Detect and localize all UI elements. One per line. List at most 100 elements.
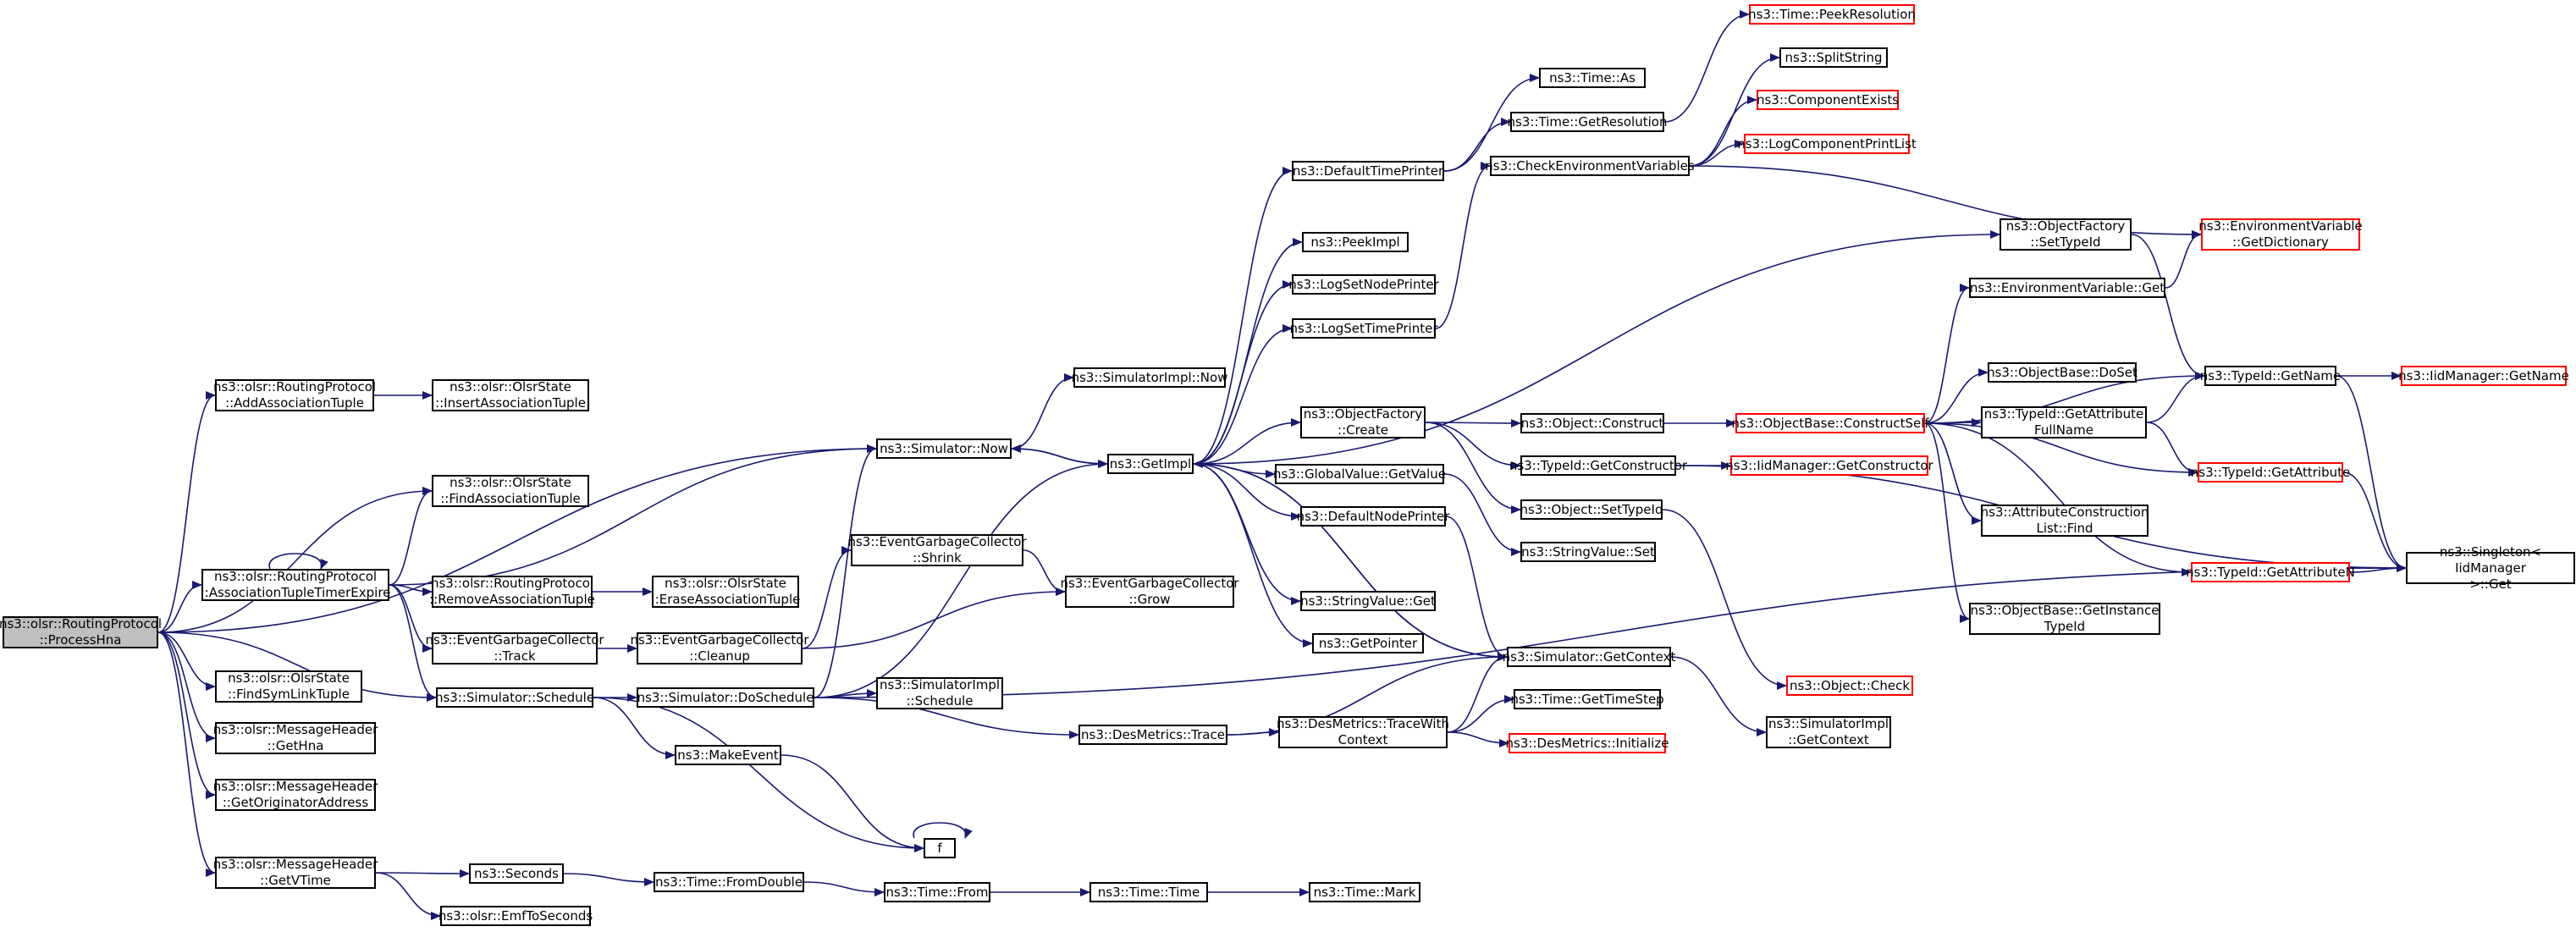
node-peekimpl[interactable]: ns3::PeekImpl (1302, 232, 1409, 252)
node-timefrom[interactable]: ns3::Time::From (884, 882, 990, 902)
node-egctrack[interactable]: ns3::EventGarbageCollector ::Track (425, 632, 604, 665)
node-removeassoc[interactable]: ns3::olsr::RoutingProtocol ::RemoveAssoc… (429, 576, 595, 608)
node-label: ns3::olsr::RoutingProtocol ::ProcessHna (0, 616, 163, 648)
node-getvtime[interactable]: ns3::olsr::MessageHeader ::GetVTime (213, 857, 378, 889)
edge-getimpl-to-getpointer (1193, 463, 1313, 648)
node-desmetricstrace[interactable]: ns3::DesMetrics::Trace (1078, 725, 1227, 745)
edge-processhna-to-assoctimer (157, 581, 202, 633)
node-singletonget[interactable]: ns3::Singleton< IidManager >::Get (2406, 544, 2575, 592)
edge-processhna-to-getorig (157, 631, 216, 799)
node-simimplschedule[interactable]: ns3::SimulatorImpl ::Schedule (876, 677, 1003, 709)
node-deftimeprinter[interactable]: ns3::DefaultTimePrinter (1292, 161, 1444, 181)
node-objfactorysettypeid[interactable]: ns3::ObjectFactory ::SetTypeId (2000, 218, 2132, 251)
node-stringvalueget[interactable]: ns3::StringValue::Get (1300, 591, 1436, 611)
node-label: ns3::TypeId::GetAttribute FullName (1983, 406, 2144, 438)
edge-getvtime-to-seconds (375, 869, 470, 878)
edge-desmetricstracewithcontext-to-simgetcontext (1447, 653, 1508, 733)
node-timemark[interactable]: ns3::Time::Mark (1309, 882, 1420, 902)
node-getpointer[interactable]: ns3::GetPointer (1312, 633, 1424, 654)
node-label: ns3::Object::Check (1789, 677, 1911, 693)
node-typeidgetconstructor[interactable]: ns3::TypeId::GetConstructor (1509, 455, 1687, 476)
node-label: ns3::Time::As (1549, 69, 1636, 85)
node-objbaseconstructself[interactable]: ns3::ObjectBase::ConstructSelf (1731, 413, 1929, 433)
node-defnodeprinter[interactable]: ns3::DefaultNodePrinter (1297, 506, 1449, 527)
node-emftoseconds[interactable]: ns3::olsr::EmfToSeconds (439, 906, 593, 926)
node-typeidgetattributen[interactable]: ns3::TypeId::GetAttributeN (2186, 562, 2355, 582)
node-egccleanup[interactable]: ns3::EventGarbageCollector ::Cleanup (630, 632, 809, 665)
node-label: ns3::Time::Time (1097, 884, 1200, 900)
node-schedule[interactable]: ns3::Simulator::Schedule (435, 687, 594, 708)
node-splitstring[interactable]: ns3::SplitString (1779, 47, 1888, 68)
node-label: ns3::olsr::MessageHeader ::GetHna (212, 722, 378, 753)
edge-simnow-to-simimplnow (1011, 373, 1074, 449)
node-label: ns3::Singleton< IidManager >::Get (2439, 543, 2542, 592)
node-desmetricstracewithcontext[interactable]: ns3::DesMetrics::TraceWith Context (1277, 716, 1449, 748)
node-envvarget[interactable]: ns3::EnvironmentVariable::Get (1969, 278, 2165, 298)
node-gethna[interactable]: ns3::olsr::MessageHeader ::GetHna (213, 722, 378, 754)
node-label: ns3::Simulator::Schedule (434, 689, 595, 705)
edge-makeevent-to-f (781, 754, 924, 852)
node-typeidgetattribute[interactable]: ns3::TypeId::GetAttribute (2191, 462, 2350, 483)
node-makeevent[interactable]: ns3::MakeEvent (675, 745, 781, 765)
node-getimpl[interactable]: ns3::GetImpl (1107, 454, 1194, 474)
node-iidmanagergetname[interactable]: ns3::IidManager::GetName (2398, 366, 2569, 386)
node-findassoc[interactable]: ns3::olsr::OlsrState ::FindAssociationTu… (432, 475, 589, 507)
node-seconds[interactable]: ns3::Seconds (469, 863, 564, 884)
node-checkenv[interactable]: ns3::CheckEnvironmentVariables (1485, 156, 1695, 176)
node-objconstruct[interactable]: ns3::Object::Construct (1520, 413, 1664, 433)
node-stringvalueset[interactable]: ns3::StringValue::Set (1520, 542, 1656, 562)
node-envvargetdict[interactable]: ns3::EnvironmentVariable ::GetDictionary (2198, 218, 2363, 251)
node-attrconstructionlistfind[interactable]: ns3::AttributeConstruction List::Find (1981, 505, 2149, 537)
edge-getimpl-to-objfactorysettypeid (1193, 230, 2000, 465)
node-f[interactable]: f (924, 838, 956, 858)
node-simimplgetcontext[interactable]: ns3::SimulatorImpl ::GetContext (1766, 716, 1891, 748)
node-addassoc[interactable]: ns3::olsr::RoutingProtocol ::AddAssociat… (213, 379, 376, 411)
node-label: ns3::ObjectBase::DoSet (1987, 364, 2137, 380)
node-getresolution[interactable]: ns3::Time::GetResolution (1508, 112, 1667, 132)
node-objbasegetinstancetypeid[interactable]: ns3::ObjectBase::GetInstance TypeId (1969, 603, 2160, 635)
node-timegettimestep[interactable]: ns3::Time::GetTimeStep (1510, 689, 1664, 709)
node-iidmanagergetconstructor[interactable]: ns3::IidManager::GetConstructor (1725, 455, 1933, 476)
node-label: ns3::olsr::MessageHeader ::GetOriginator… (212, 779, 378, 810)
node-fromdouble[interactable]: ns3::Time::FromDouble (654, 872, 804, 892)
node-label: ns3::olsr::OlsrState ::EraseAssociationT… (650, 576, 801, 607)
node-label: f (937, 840, 942, 856)
node-peekresolution[interactable]: ns3::Time::PeekResolution (1748, 4, 1916, 25)
node-label: ns3::AttributeConstruction List::Find (1980, 505, 2149, 536)
edge-getimpl-to-defnodeprinter (1193, 463, 1301, 521)
node-egcshrink[interactable]: ns3::EventGarbageCollector ::Shrink (847, 534, 1027, 566)
edge-processhna-to-findsymlink (157, 631, 216, 691)
node-label: ns3::LogSetNodePrinter (1288, 276, 1439, 292)
node-typeidgetname[interactable]: ns3::TypeId::GetName (2200, 366, 2341, 386)
node-simgetcontext[interactable]: ns3::Simulator::GetContext (1503, 647, 1675, 667)
node-label: ns3::DesMetrics::Initialize (1505, 735, 1669, 751)
node-getorig[interactable]: ns3::olsr::MessageHeader ::GetOriginator… (213, 779, 378, 811)
node-label: ns3::Time::Mark (1313, 884, 1416, 900)
edge-checkenv-to-componentexists (1689, 96, 1757, 167)
node-globalvaluegetvalue[interactable]: ns3::GlobalValue::GetValue (1273, 464, 1446, 484)
node-logcomponentprintlist[interactable]: ns3::LogComponentPrintList (1737, 134, 1917, 154)
node-desmetricsinit[interactable]: ns3::DesMetrics::Initialize (1506, 733, 1669, 753)
node-label: ns3::LogSetTimePrinter (1289, 320, 1438, 336)
node-timetime[interactable]: ns3::Time::Time (1089, 882, 1208, 902)
node-objbasedoset[interactable]: ns3::ObjectBase::DoSet (1987, 362, 2137, 383)
node-label: ns3::Object::SetTypeId (1520, 501, 1663, 517)
node-label: ns3::DefaultTimePrinter (1292, 163, 1444, 179)
node-insertassoc[interactable]: ns3::olsr::OlsrState ::InsertAssociation… (432, 379, 589, 411)
node-logsettimeprinter[interactable]: ns3::LogSetTimePrinter (1290, 318, 1438, 339)
node-objsettypeid[interactable]: ns3::Object::SetTypeId (1520, 499, 1663, 520)
node-objfactorycreate[interactable]: ns3::ObjectFactory ::Create (1300, 406, 1426, 438)
node-typeidgetattrfullname[interactable]: ns3::TypeId::GetAttribute FullName (1981, 406, 2147, 438)
node-simnow[interactable]: ns3::Simulator::Now (876, 438, 1012, 459)
node-componentexists[interactable]: ns3::ComponentExists (1757, 90, 1899, 110)
node-assoctimer[interactable]: ns3::olsr::RoutingProtocol ::Association… (201, 569, 390, 601)
node-logsetnodeprinter[interactable]: ns3::LogSetNodePrinter (1288, 274, 1439, 295)
node-findsymlink[interactable]: ns3::olsr::OlsrState ::FindSymLinkTuple (215, 670, 362, 703)
node-doschedule[interactable]: ns3::Simulator::DoSchedule (637, 687, 814, 708)
node-egcgrow[interactable]: ns3::EventGarbageCollector ::Grow (1060, 576, 1239, 608)
node-label: ns3::EventGarbageCollector ::Cleanup (630, 632, 809, 664)
node-objcheck[interactable]: ns3::Object::Check (1786, 676, 1913, 696)
node-timeas[interactable]: ns3::Time::As (1539, 68, 1646, 88)
node-eraseassoc[interactable]: ns3::olsr::OlsrState ::EraseAssociationT… (651, 576, 800, 608)
node-simimplnow[interactable]: ns3::SimulatorImpl::Now (1072, 367, 1227, 388)
